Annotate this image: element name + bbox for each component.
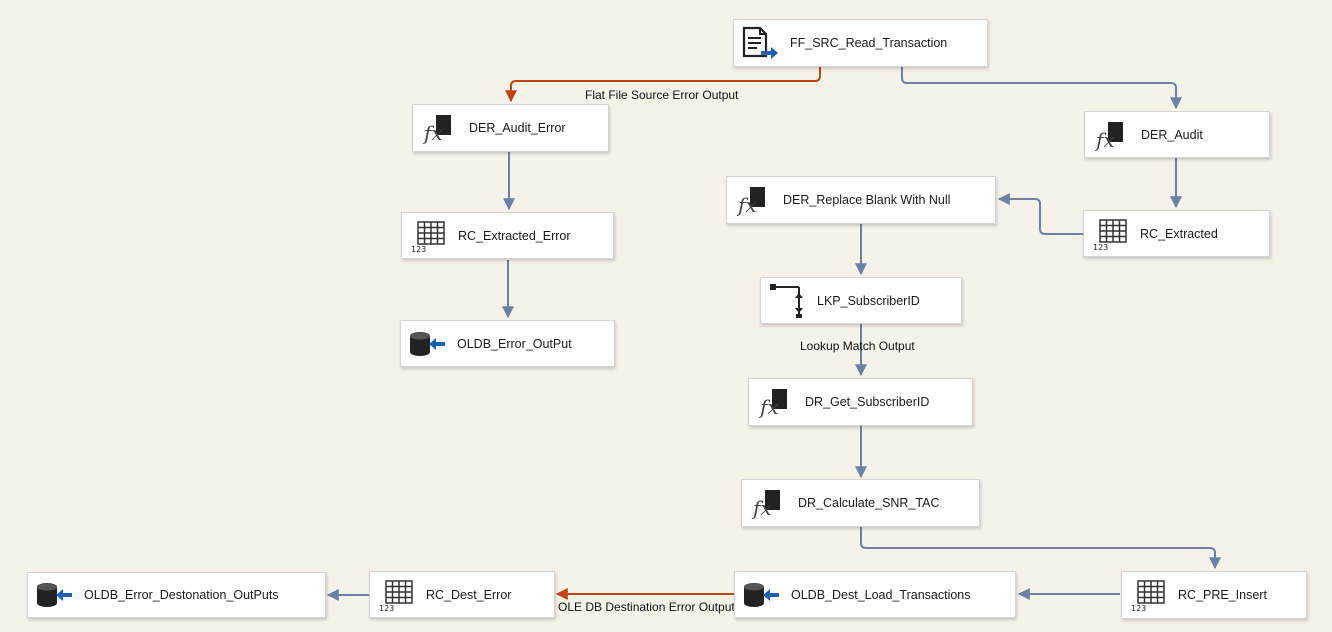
node-label: DR_Get_SubscriberID — [805, 395, 930, 409]
node-oldb-dest-load-transactions[interactable]: OLDB_Dest_Load_Transactions — [734, 571, 1016, 618]
svg-text:fx: fx — [758, 395, 779, 418]
node-label: RC_Extracted — [1140, 226, 1218, 241]
row-count-icon: 123 — [1128, 577, 1168, 613]
node-oldb-error-destonation-outputs[interactable]: OLDB_Error_Destonation_OutPuts — [27, 572, 326, 618]
node-ff-src-read-transaction[interactable]: FF_SRC_Read_Transaction — [733, 19, 988, 67]
derived-column-icon: fx — [733, 182, 773, 218]
row-count-icon: 123 — [408, 218, 448, 254]
node-label: DR_Calculate_SNR_TAC — [798, 496, 940, 510]
node-rc-dest-error[interactable]: 123 RC_Dest_Error — [369, 571, 555, 618]
node-der-audit[interactable]: fx DER_Audit — [1084, 111, 1270, 158]
derived-column-icon: fx — [1091, 117, 1131, 153]
node-dr-get-subscriberid[interactable]: fx DR_Get_SubscriberID — [748, 378, 973, 426]
svg-text:fx: fx — [736, 193, 757, 216]
node-label: RC_Dest_Error — [426, 587, 512, 602]
node-label: RC_PRE_Insert — [1178, 588, 1267, 602]
svg-text:123: 123 — [411, 245, 426, 253]
node-label: DER_Audit_Error — [469, 121, 566, 135]
node-label: RC_Extracted_Error — [458, 228, 571, 243]
node-label: OLDB_Error_OutPut — [457, 336, 572, 351]
node-der-audit-error[interactable]: fx DER_Audit_Error — [412, 104, 609, 152]
svg-text:fx: fx — [422, 121, 443, 144]
node-label: DER_Replace Blank With Null — [783, 193, 951, 207]
node-label: LKP_SubscriberID — [817, 293, 920, 308]
svg-text:fx: fx — [1094, 128, 1115, 151]
node-label: DER_Audit — [1141, 127, 1203, 142]
path-rc-extracted-to-der-replace[interactable] — [997, 193, 1083, 235]
node-rc-extracted[interactable]: 123 RC_Extracted — [1083, 210, 1270, 257]
node-der-replace-blank-with-null[interactable]: fx DER_Replace Blank With Null — [726, 176, 996, 224]
node-oldb-error-output[interactable]: OLDB_Error_OutPut — [400, 320, 615, 367]
lookup-icon — [767, 283, 807, 319]
path-label-lookup-match: Lookup Match Output — [800, 339, 915, 353]
derived-column-icon: fx — [755, 384, 795, 420]
path-ff-src-to-der-audit[interactable] — [901, 67, 1182, 110]
node-lkp-subscriberid[interactable]: LKP_SubscriberID — [760, 277, 962, 324]
oledb-destination-icon — [34, 577, 74, 613]
svg-text:123: 123 — [379, 604, 394, 612]
node-rc-extracted-error[interactable]: 123 RC_Extracted_Error — [401, 212, 614, 259]
node-rc-pre-insert[interactable]: 123 RC_PRE_Insert — [1121, 571, 1307, 619]
flat-file-source-icon — [740, 25, 780, 61]
row-count-icon: 123 — [376, 577, 416, 613]
oledb-destination-icon — [407, 326, 447, 362]
derived-column-icon: fx — [419, 110, 459, 146]
svg-text:fx: fx — [751, 496, 772, 519]
oledb-destination-icon — [741, 577, 781, 613]
svg-text:123: 123 — [1093, 243, 1108, 251]
derived-column-icon: fx — [748, 485, 788, 521]
node-label: OLDB_Dest_Load_Transactions — [791, 587, 971, 602]
path-dr-calculate-to-rc-pre[interactable] — [860, 527, 1221, 570]
path-flat-file-error[interactable] — [505, 67, 821, 103]
path-label-oledb-dest-error: OLE DB Destination Error Output — [558, 600, 735, 614]
node-dr-calculate-snr-tac[interactable]: fx DR_Calculate_SNR_TAC — [741, 479, 980, 527]
node-label: OLDB_Error_Destonation_OutPuts — [84, 588, 279, 602]
row-count-icon: 123 — [1090, 216, 1130, 252]
node-label: FF_SRC_Read_Transaction — [790, 36, 948, 50]
svg-text:123: 123 — [1131, 604, 1146, 612]
path-label-flat-file-error: Flat File Source Error Output — [585, 88, 739, 102]
